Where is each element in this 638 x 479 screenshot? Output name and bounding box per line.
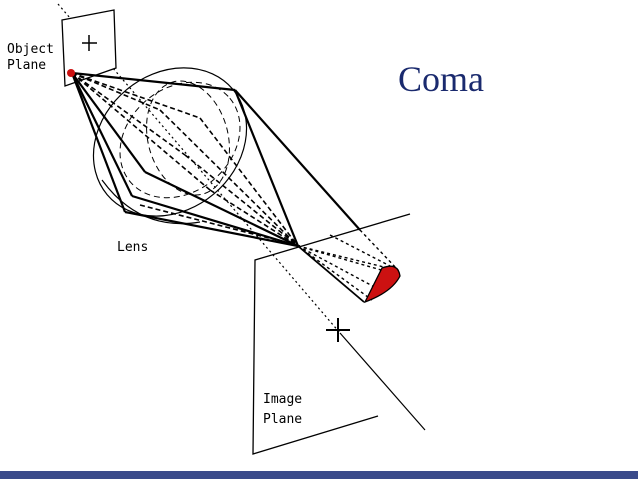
lens-label: Lens xyxy=(117,240,149,255)
converging-rays xyxy=(297,229,399,301)
dashed-rays xyxy=(71,72,301,247)
lens-inner-dashed-2 xyxy=(146,80,230,196)
object-plane-cross-icon xyxy=(82,35,97,51)
image-plane-label-line1: Image xyxy=(263,392,303,407)
image-plane xyxy=(252,213,411,455)
page-title: Coma xyxy=(398,59,484,99)
converging-ray-solid xyxy=(297,245,365,303)
bottom-bar xyxy=(0,471,638,479)
coma-blur-spot xyxy=(363,265,401,304)
object-plane-label-line2: Plane xyxy=(7,58,47,73)
image-plane-label-line2: Plane xyxy=(263,412,303,427)
optical-axis-solid xyxy=(339,332,426,431)
object-point xyxy=(67,69,75,77)
lens-inner-dashed-1 xyxy=(119,81,241,199)
object-plane-label-line1: Object xyxy=(7,42,54,57)
image-plane-cross-icon xyxy=(326,318,350,342)
solid-rays xyxy=(70,71,361,248)
optical-axis-dotted xyxy=(57,3,341,334)
